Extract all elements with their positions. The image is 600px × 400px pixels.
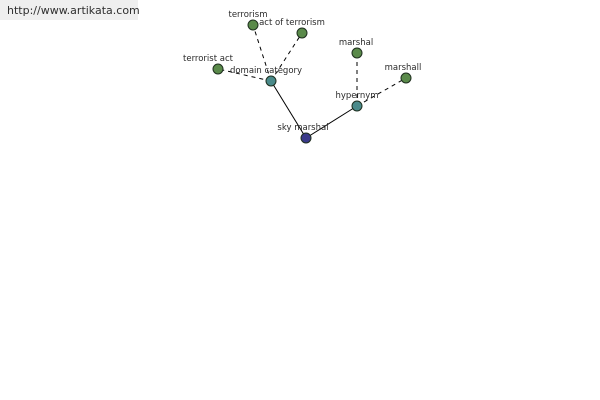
edge-domain-category-to-act-of-terrorism: [270, 32, 303, 82]
edge-domain-category-to-terrorist-act: [217, 68, 272, 82]
node-circle-act-of-terrorism[interactable]: [296, 27, 308, 39]
node-circle-terrorist-act[interactable]: [212, 63, 224, 75]
edge-domain-category-to-terrorism: [252, 24, 272, 82]
node-circle-marshall[interactable]: [400, 72, 412, 84]
node-label-sky-marshal: sky marshal: [277, 123, 328, 133]
node-circle-hypernym[interactable]: [351, 100, 363, 112]
url-banner[interactable]: http://www.artikata.com: [0, 0, 140, 20]
edge-sky-marshal-to-hypernym: [305, 105, 358, 139]
node-marshal[interactable]: marshal: [339, 38, 373, 59]
node-terrorism[interactable]: terrorism: [229, 10, 268, 31]
node-circle-marshal[interactable]: [351, 47, 363, 59]
node-circle-terrorism[interactable]: [247, 19, 259, 31]
node-label-terrorist-act: terrorist act: [183, 54, 234, 64]
node-label-terrorism: terrorism: [229, 10, 268, 20]
node-label-marshal: marshal: [339, 38, 373, 48]
node-circle-sky-marshal[interactable]: [300, 132, 312, 144]
edges-layer: [217, 24, 407, 139]
node-label-hypernym: hypernym: [335, 91, 378, 101]
node-marshall[interactable]: marshall: [385, 63, 422, 84]
edge-hypernym-to-marshall: [356, 77, 407, 107]
node-domain-category[interactable]: domain category: [230, 66, 302, 87]
node-label-marshall: marshall: [385, 63, 422, 73]
node-label-act-of-terrorism: act of terrorism: [259, 18, 325, 28]
edge-sky-marshal-to-domain-category: [270, 80, 307, 139]
node-act-of-terrorism[interactable]: act of terrorism: [259, 18, 325, 39]
node-circle-domain-category[interactable]: [265, 75, 277, 87]
node-terrorist-act[interactable]: terrorist act: [183, 54, 234, 75]
nodes-layer: sky marshal domain category hypernym terror…: [183, 10, 422, 144]
node-sky-marshal[interactable]: sky marshal: [277, 123, 329, 144]
node-hypernym[interactable]: hypernym: [335, 91, 379, 112]
node-label-domain-category: domain category: [230, 66, 302, 76]
